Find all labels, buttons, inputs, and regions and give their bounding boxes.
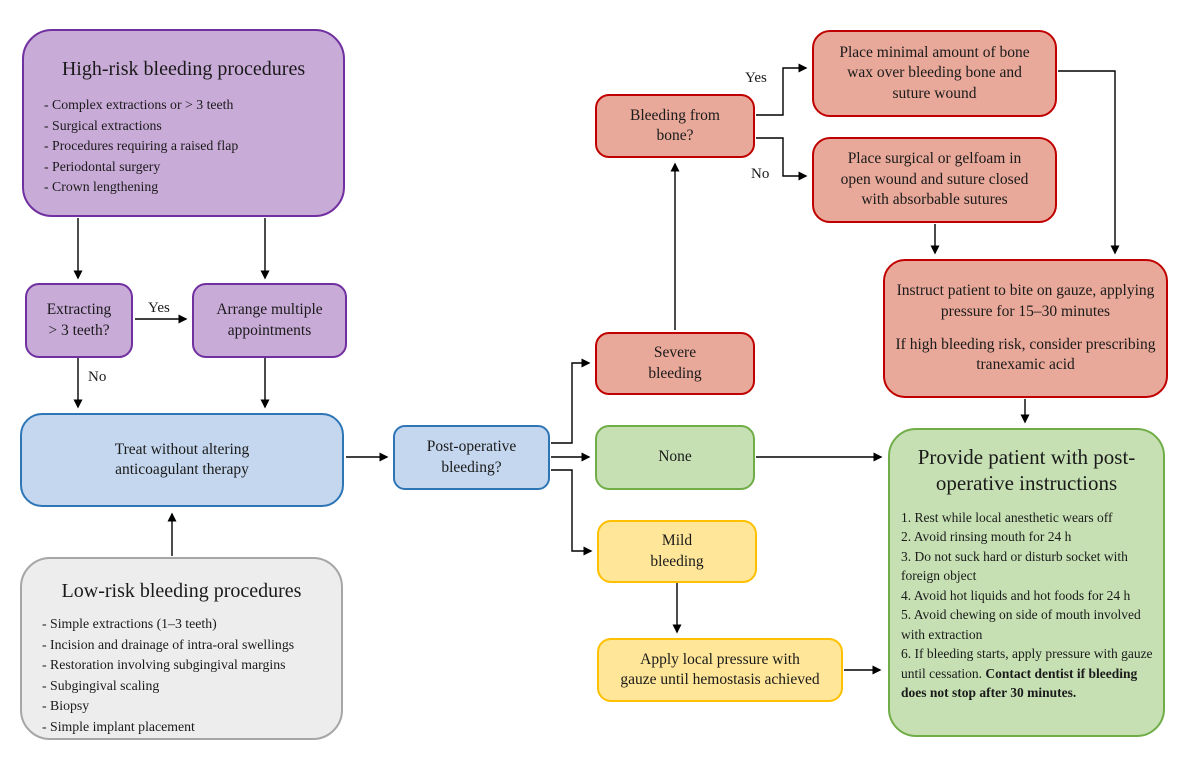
node-mild-bleeding: Mild bleeding bbox=[597, 520, 757, 583]
node-place-gelfoam: Place surgical or gelfoam in open wound … bbox=[812, 137, 1057, 223]
node-label-line: gauze until hemostasis achieved bbox=[620, 671, 820, 688]
node-extracting-3-teeth: Extracting > 3 teeth? bbox=[25, 283, 133, 358]
list-item: - Surgical extractions bbox=[44, 117, 162, 133]
node-high-risk-procedures: High-risk bleeding procedures - Complex … bbox=[22, 29, 345, 217]
node-list: - Simple extractions (1–3 teeth) - Incis… bbox=[22, 614, 341, 737]
node-label-line: wax over bleeding bone and bbox=[847, 64, 1022, 82]
list-item: - Incision and drainage of intra-oral sw… bbox=[42, 636, 295, 652]
node-paragraph: If high bleeding risk, consider prescrib… bbox=[895, 336, 1156, 374]
edge-label-yes: Yes bbox=[148, 300, 170, 316]
node-bleeding-from-bone: Bleeding from bone? bbox=[595, 94, 755, 158]
node-label-line: suture wound bbox=[892, 84, 977, 102]
node-label-line: Bleeding from bbox=[630, 106, 720, 124]
node-label-line: appointments bbox=[227, 321, 312, 339]
list-item-text: 6. If bleeding starts, apply pressure wi… bbox=[901, 646, 1153, 681]
list-item-bold-text: Contact dentist if bleeding does not sto… bbox=[901, 665, 1138, 701]
list-item: 6. If bleeding starts, apply pressure wi… bbox=[901, 644, 1154, 703]
list-item: - Procedures requiring a raised flap bbox=[44, 138, 239, 153]
node-label-line: None bbox=[658, 448, 692, 466]
node-arrange-appointments: Arrange multiple appointments bbox=[192, 283, 347, 358]
node-list: 1. Rest while local anesthetic wears off… bbox=[890, 508, 1163, 703]
list-item: - Periodontal surgery bbox=[44, 158, 161, 174]
node-label-line: Post-operative bbox=[426, 438, 517, 456]
list-item: 4. Avoid hot liquids and hot foods for 2… bbox=[901, 587, 1131, 603]
node-label-line: Mild bbox=[661, 532, 693, 550]
node-label-line: Arrange multiple bbox=[216, 301, 323, 319]
node-label-line: bone? bbox=[656, 127, 694, 144]
node-label-line: with absorbable sutures bbox=[861, 191, 1008, 209]
node-label-line: anticoagulant therapy bbox=[115, 461, 249, 478]
list-item: - Complex extractions or > 3 teeth bbox=[44, 97, 234, 112]
node-label-line: Treat without altering bbox=[114, 440, 250, 458]
node-label-line: Place surgical or gelfoam in bbox=[847, 150, 1022, 168]
node-instruct-bite-gauze: Instruct patient to bite on gauze, apply… bbox=[883, 259, 1168, 398]
edge-label-no: No bbox=[751, 166, 770, 182]
list-item: - Biopsy bbox=[42, 698, 90, 713]
list-item: 3. Do not suck hard or disturb socket wi… bbox=[901, 548, 1128, 584]
node-paragraph: Instruct patient to bite on gauze, apply… bbox=[896, 282, 1155, 320]
list-item: - Simple implant placement bbox=[42, 718, 195, 734]
node-label-line: Apply local pressure with bbox=[640, 650, 800, 668]
edge-label-no: No bbox=[88, 369, 107, 385]
node-treat-without-altering: Treat without altering anticoagulant the… bbox=[20, 413, 344, 507]
node-postoperative-instructions: Provide patient with post-operative inst… bbox=[888, 428, 1165, 737]
node-label-line: bleeding bbox=[648, 364, 702, 382]
node-label-line: bleeding? bbox=[441, 458, 502, 476]
node-title: High-risk bleeding procedures bbox=[61, 58, 306, 80]
list-item: - Simple extractions (1–3 teeth) bbox=[42, 616, 217, 631]
node-label-line: Place minimal amount of bone bbox=[839, 43, 1030, 61]
node-label-line: open wound and suture closed bbox=[840, 170, 1029, 188]
node-label-line: > 3 teeth? bbox=[48, 321, 110, 339]
node-place-bone-wax: Place minimal amount of bone wax over bl… bbox=[812, 30, 1057, 117]
node-severe-bleeding: Severe bleeding bbox=[595, 332, 755, 395]
list-item: 1. Rest while local anesthetic wears off bbox=[901, 509, 1113, 525]
node-postoperative-bleeding: Post-operative bleeding? bbox=[393, 425, 550, 490]
list-item: 2. Avoid rinsing mouth for 24 h bbox=[901, 529, 1072, 544]
list-item: - Crown lengthening bbox=[44, 179, 159, 194]
node-title: Low-risk bleeding procedures bbox=[61, 580, 302, 602]
node-low-risk-procedures: Low-risk bleeding procedures - Simple ex… bbox=[20, 557, 343, 740]
list-item: - Subgingival scaling bbox=[42, 677, 160, 693]
list-item: 5. Avoid chewing on side of mouth involv… bbox=[901, 607, 1141, 642]
node-none: None bbox=[595, 425, 755, 490]
list-item: - Restoration involving subgingival marg… bbox=[42, 657, 286, 672]
node-label-line: Severe bbox=[653, 344, 697, 362]
edge-label-yes: Yes bbox=[745, 70, 767, 86]
node-apply-local-pressure: Apply local pressure with gauze until he… bbox=[597, 638, 843, 702]
node-label-line: bleeding bbox=[650, 552, 704, 570]
node-title: Provide patient with post-operative inst… bbox=[917, 445, 1136, 496]
node-list: - Complex extractions or > 3 teeth - Sur… bbox=[24, 95, 343, 198]
node-label-line: Extracting bbox=[46, 301, 112, 319]
